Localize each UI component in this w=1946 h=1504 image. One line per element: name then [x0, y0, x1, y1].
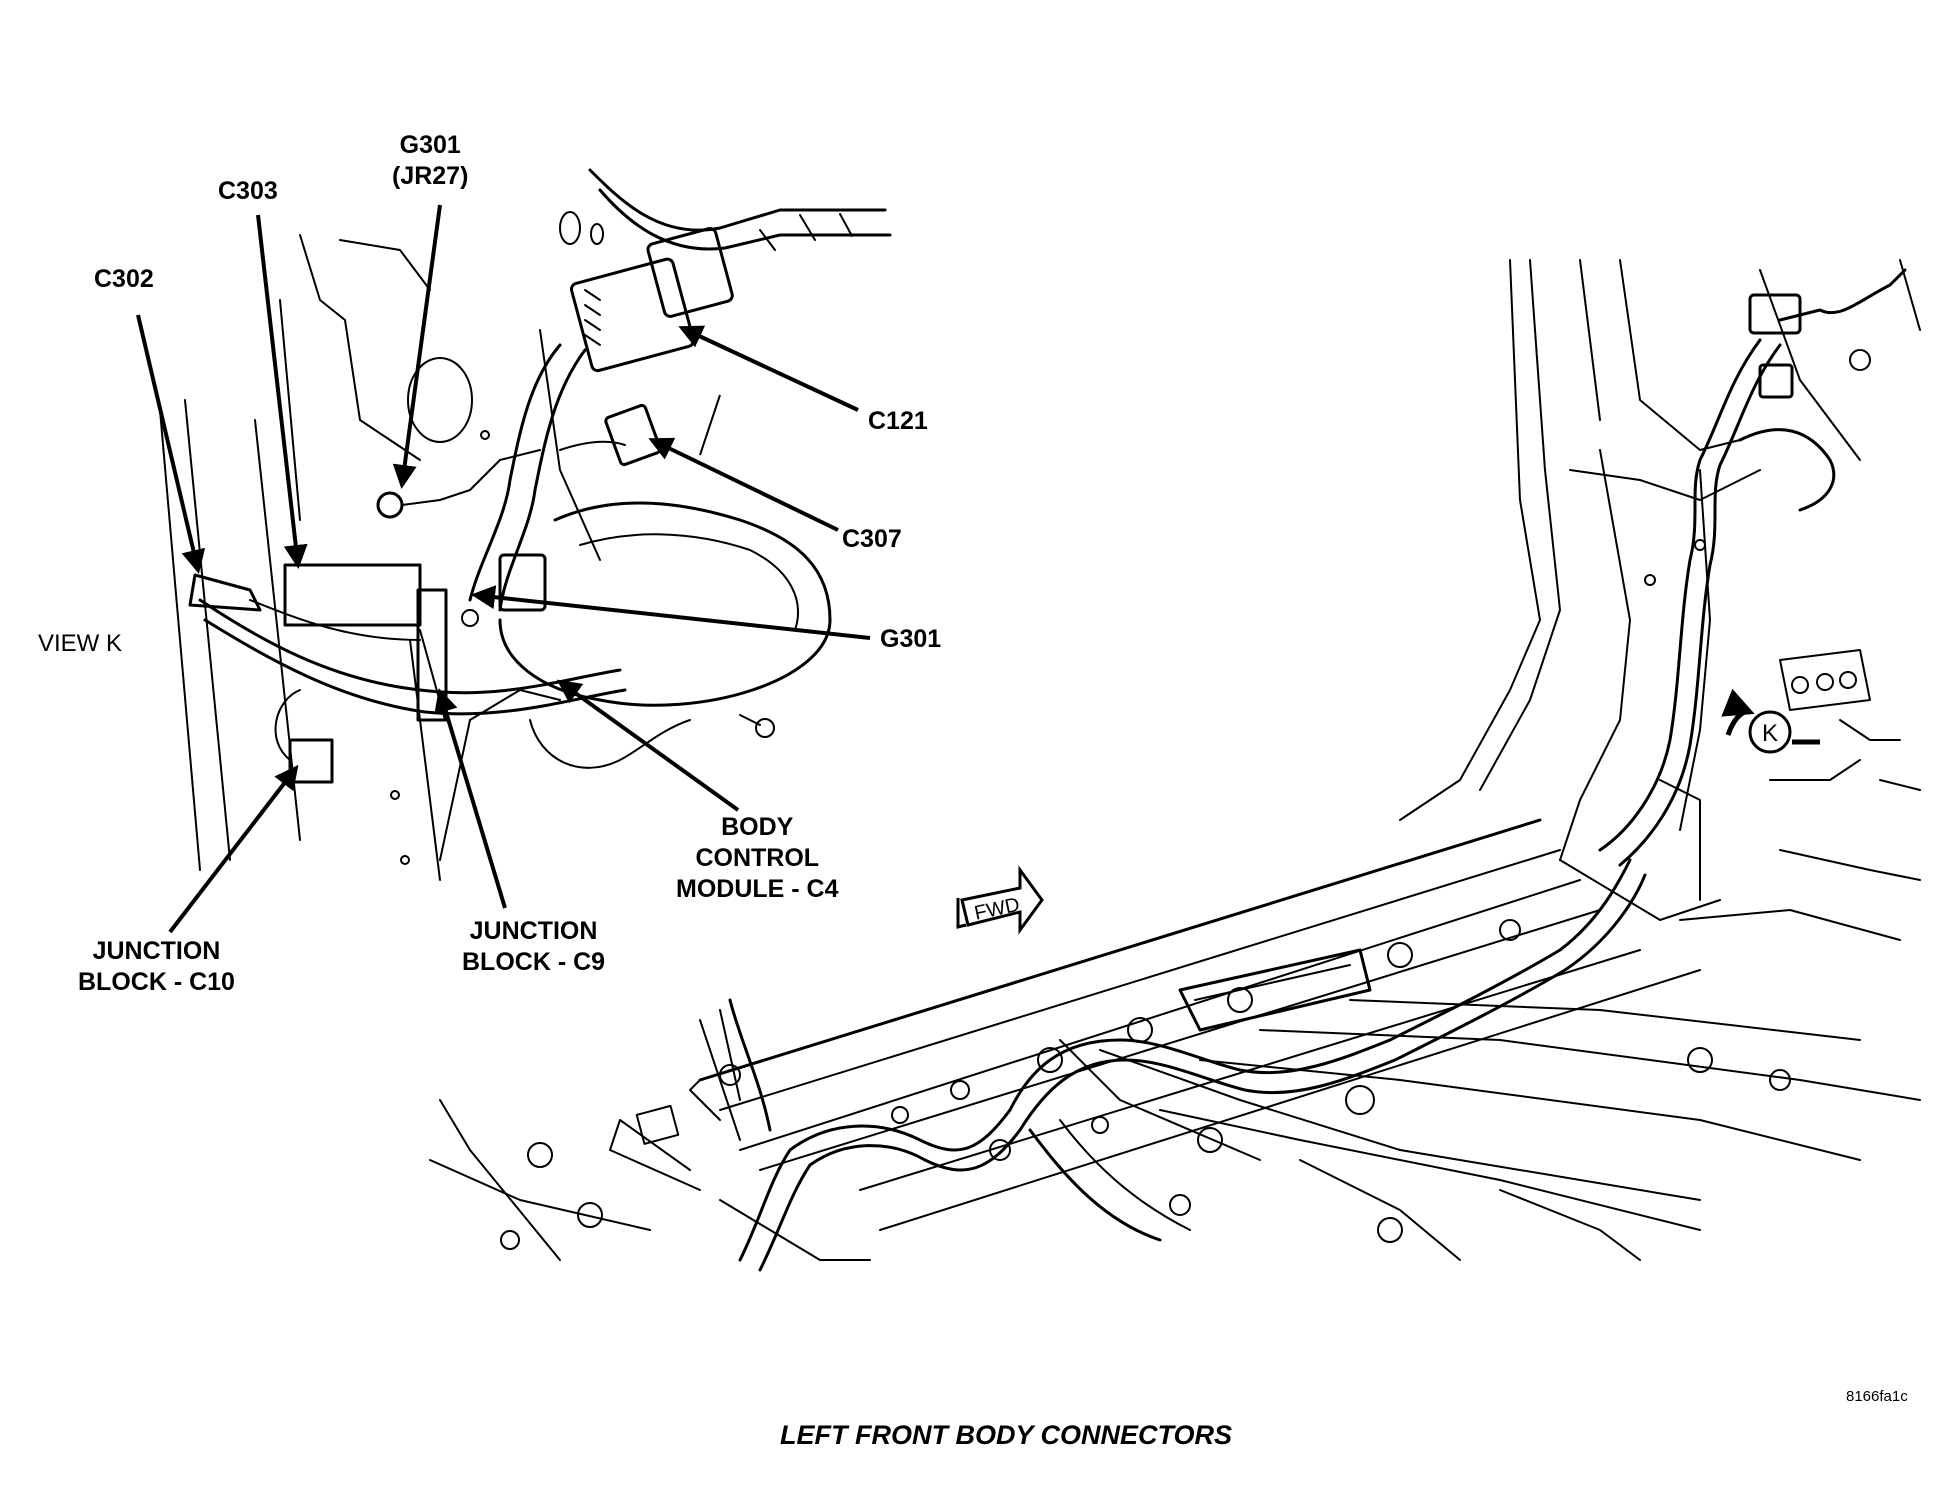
- leader-g301: [471, 585, 871, 640]
- label-line: CONTROL: [695, 844, 820, 872]
- label-line: G301: [399, 131, 461, 159]
- label-line: BODY: [721, 813, 794, 841]
- label-g301-jr27: G301 (JR27): [392, 130, 468, 192]
- leader-lines: [136, 204, 871, 934]
- figure-code: 8166fa1c: [1846, 1388, 1908, 1405]
- label-line: C307: [842, 525, 902, 553]
- fwd-marker: FWD: [956, 865, 1044, 935]
- leader-c121: [678, 325, 859, 412]
- leader-bcm: [556, 679, 740, 812]
- leader-c10: [168, 764, 299, 934]
- label-jb-c10: JUNCTION BLOCK - C10: [78, 936, 235, 998]
- leader-g301-jr27: [392, 204, 442, 489]
- label-line: BLOCK - C10: [78, 968, 235, 996]
- label-line: G301: [880, 625, 942, 653]
- view-k-label: VIEW K: [38, 630, 123, 657]
- label-line: MODULE - C4: [676, 875, 839, 903]
- view-k-marker-text: K: [1762, 720, 1778, 747]
- label-line: (JR27): [392, 162, 469, 190]
- label-line: JUNCTION: [92, 937, 221, 965]
- label-c302: C302: [94, 264, 154, 295]
- label-g301: G301: [880, 624, 941, 655]
- label-c303: C303: [218, 176, 278, 207]
- label-bcm-c4: BODY CONTROL MODULE - C4: [676, 812, 839, 905]
- view-k-detail: [159, 168, 892, 881]
- view-k-marker: K: [1721, 688, 1820, 754]
- label-jb-c9: JUNCTION BLOCK - C9: [462, 916, 605, 978]
- leader-c307: [648, 437, 839, 532]
- diagram-title: LEFT FRONT BODY CONNECTORS: [780, 1420, 1233, 1450]
- body-sill-floor: [429, 259, 1921, 1272]
- leader-c302: [136, 314, 206, 574]
- label-line: C302: [94, 265, 154, 293]
- label-line: C121: [868, 407, 928, 435]
- leader-c303: [256, 214, 308, 569]
- label-c121: C121: [868, 406, 928, 437]
- label-line: C303: [218, 177, 278, 205]
- label-line: JUNCTION: [469, 917, 598, 945]
- leader-c9: [434, 688, 507, 909]
- label-c307: C307: [842, 524, 902, 555]
- label-line: BLOCK - C9: [462, 948, 606, 976]
